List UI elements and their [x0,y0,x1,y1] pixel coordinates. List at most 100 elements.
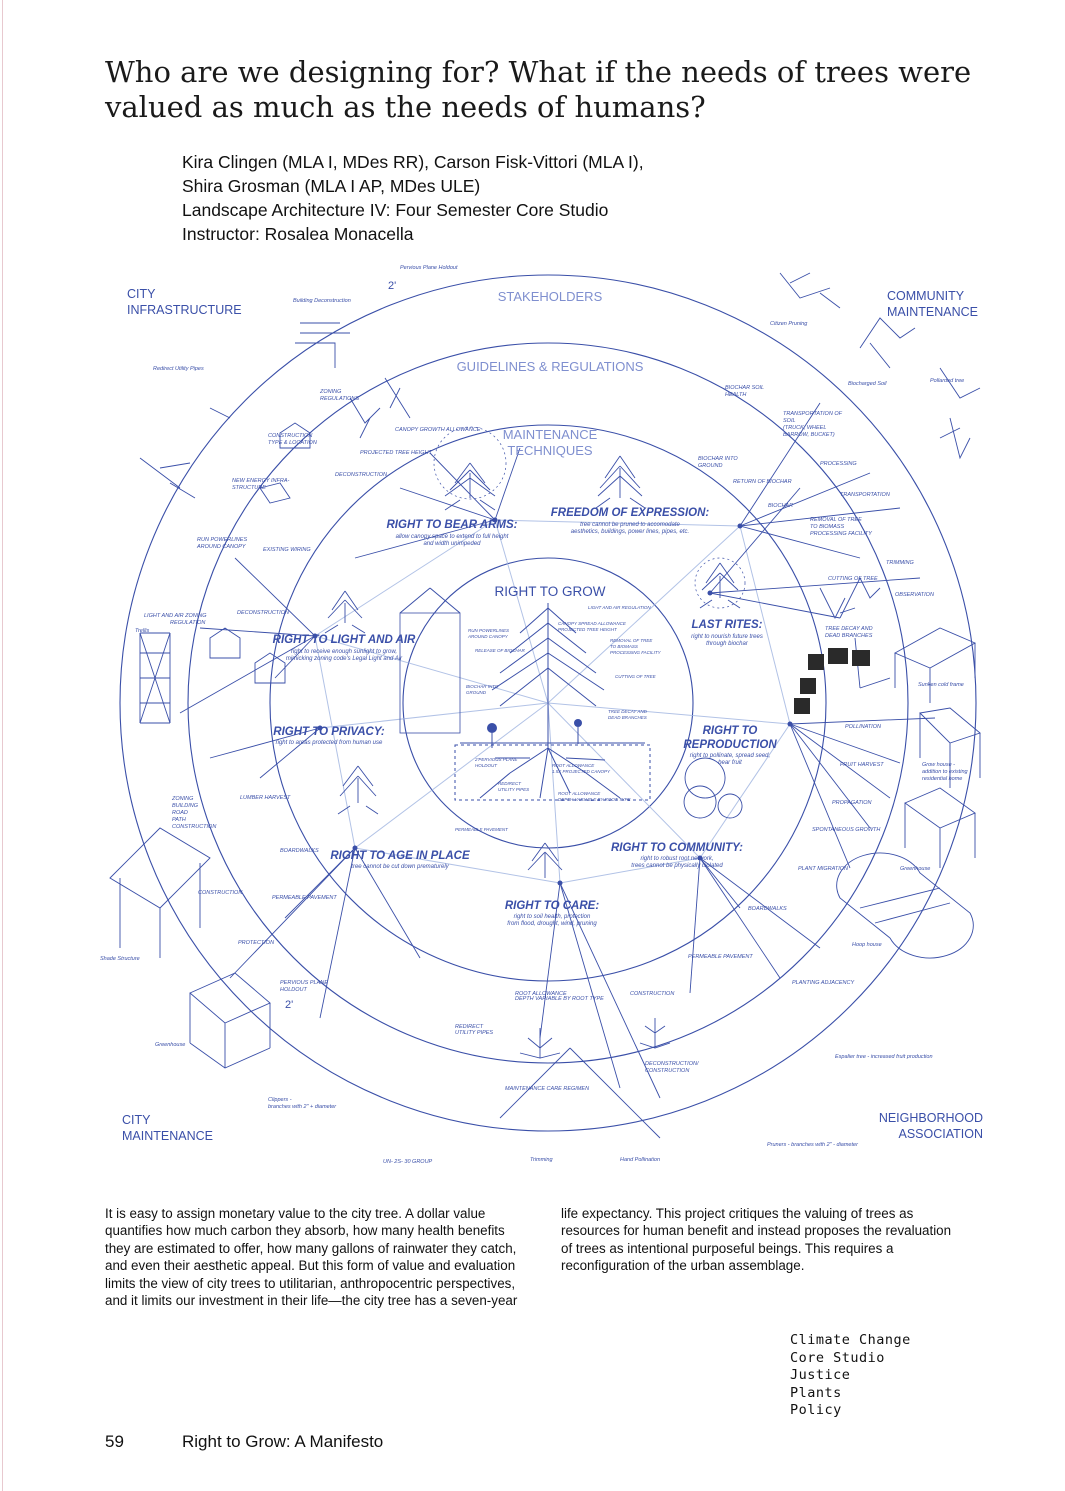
center-biochar-into-1: BIOCHAR INTO [466,684,499,689]
note-transport-soil-4: BARROW, BUCKET) [783,432,835,438]
note-greenhouse-right: Greenhouse [900,866,930,872]
right-care-desc-2: from flood, drought, wind, pruning [507,921,597,927]
note-pollarded-tree: Pollarded tree [930,378,964,384]
note-2ft-bottom: 2' [285,999,293,1011]
note-clippers-2: branches with 2" + diameter [268,1104,337,1110]
center-permeable: PERMEABLE PAVEMENT [455,827,509,832]
note-root-allowance-1: ROOT ALLOWANCE [515,991,567,997]
center-light-air: LIGHT AND AIR REGULATION [588,605,651,610]
ring-maintenance [269,424,827,982]
right-light-air-title: RIGHT TO LIGHT AND AIR [273,634,416,646]
center-canopy-2: PROJECTED TREE HEIGHT [558,627,618,632]
tree-icons [139,272,981,1059]
note-propagation: PROPAGATION [832,800,872,806]
note-canopy-growth: CANOPY GROWTH ALLOWANCE [395,427,481,433]
note-transport-soil-1: TRANSPORTATION OF [783,411,843,417]
center-root-depth-2: DEPTH VARIABLE BY ROOT TYPE [558,797,632,802]
spoke-nodes [312,517,793,886]
note-zoning-building-3: ROAD [172,810,188,816]
note-grow-house-3: residential home [922,776,962,782]
note-hoop-house: Hoop house [852,942,882,948]
note-biochar-soil-2: HEALTH [725,392,746,398]
note-grow-house-1: Grow house - [922,762,955,768]
right-age-in-place-desc-1: tree cannot be cut down prematurely [351,864,449,870]
center-release-biochar: RELEASE OF BIOCHAR [475,648,526,653]
tag-core-studio: Core Studio [790,1349,885,1366]
ring-guidelines [187,342,909,1064]
note-lumber-harvest: LUMBER HARVEST [240,795,291,801]
note-projected-height: PROJECTED TREE HEIGHT [360,450,432,456]
tag-policy: Policy [790,1402,842,1419]
note-cutting: CUTTING OF TREE [828,576,878,582]
note-planting-adjacency: PLANTING ADJACENCY [792,980,854,986]
annotation-labels: Pervious Plane Holdout 2' Building Decon… [100,265,968,1165]
tag-plants: Plants [790,1384,842,1401]
note-light-air-zoning-2: REGULATION [170,620,205,626]
note-clippers-1: Clippers - [268,1097,292,1103]
note-run-powerlines-1: RUN POWERLINES [197,537,247,543]
photo-thumbnails [794,648,870,714]
note-tree-decay-2: DEAD BRANCHES [825,633,873,639]
right-last-rites-desc-2: through biochar [706,641,749,647]
center-removal-2: TO BIOMASS [610,644,638,649]
center-redirect-1: REDIRECT [498,781,522,786]
note-2ft-top: 2' [388,280,396,292]
center-pervious-2: HOLDOUT [475,763,498,768]
note-pervious-plane-2: HOLDOUT [280,987,308,993]
center-pervious-1: 2'PERVIOUS PLANE [474,757,519,762]
corner-labels: CITY INFRASTRUCTURE COMMUNITY MAINTENANC… [122,287,983,1143]
concentric-rings [119,274,977,1132]
page-edge-line [2,0,3,1491]
center-removal-1: REMOVAL OF TREE [610,638,653,643]
right-last-rites-desc-1: right to nourish future trees [691,634,763,640]
center-run-powerlines-2: AROUND CANOPY [467,634,509,639]
note-grow-house-2: addition to existing [922,769,968,775]
note-spontaneous-growth: SPONTANEOUS GROWTH [812,827,880,833]
note-transport-soil-3: (TRUCK, WHEEL [783,425,826,431]
note-construction-bottom: CONSTRUCTION [630,991,674,997]
center-annotations: LIGHT AND AIR REGULATION CANOPY SPREAD A… [455,605,662,832]
note-espalier: Espalier tree - increased fruit producti… [835,1054,933,1060]
tag-climate-change: Climate Change [790,1332,911,1348]
center-removal-3: PROCESSING FACILITY [610,650,662,655]
note-trimming: TRIMMING [886,560,915,566]
center-decay-2: DEAD BRANCHES [608,715,647,720]
note-redirect-pipes-2: UTILITY PIPES [455,1030,493,1036]
right-to-grow-diagram: CITY INFRASTRUCTURE COMMUNITY MAINTENANC… [100,265,983,1165]
note-light-air-zoning-1: LIGHT AND AIR ZONING [144,613,207,619]
right-light-air-desc-1: right to receive enough sunlight to grow… [291,649,397,655]
note-construction-type-1: CONSTRUCTION [268,433,312,439]
right-expression-title: FREEDOM OF EXPRESSION: [551,507,710,519]
label-maintenance-2: TECHNIQUES [507,443,593,458]
center-root-allowance-2: 1.5X PROJECTED CANOPY [552,769,611,774]
note-zoning-1: ZONING [319,389,342,395]
note-plant-migration: PLANT MIGRATION [798,866,848,872]
note-pervious-top: Pervious Plane Holdout [400,265,458,271]
note-protection: PROTECTION [238,940,274,946]
note-processing: PROCESSING [820,461,857,467]
body-paragraph-1: It is easy to assign monetary value to t… [105,1206,518,1309]
note-zoning-building-5: CONSTRUCTION [172,824,216,830]
right-privacy-desc-1: right to areas protected from human use [276,740,383,746]
note-zoning-2: REGULATIONS [320,396,359,402]
note-pollination: POLLINATION [845,724,881,730]
center-canopy-1: CANOPY SPREAD ALLOWANCE [558,621,627,626]
note-citizen-pruning: Citizen Pruning [770,321,808,327]
note-redirect-utility: Redirect Utility Pipes [153,366,204,372]
note-sunken-cold-frame: Sunken cold frame [918,682,964,688]
note-transport-soil-2: SOIL [783,418,796,424]
note-biochar: BIOCHAR [768,503,793,509]
running-title: Right to Grow: A Manifesto [182,1432,384,1451]
note-zoning-building-4: PATH [172,817,186,823]
note-biochar-ground-1: BIOCHAR INTO [698,456,738,462]
right-bear-arms-desc-1: allow canopy space to extend to full hei… [396,534,509,540]
note-hand-pollination: Hand Pollination [620,1157,660,1163]
note-fruit-harvest: FRUIT HARVEST [840,762,884,768]
label-city-maintenance-1: CITY [122,1113,151,1127]
credits-block: Kira Clingen (MLA I, MDes RR), Carson Fi… [182,150,644,246]
right-age-in-place-title: RIGHT TO AGE IN PLACE [330,850,470,862]
label-community-maintenance-1: COMMUNITY [887,289,965,303]
note-new-energy-2: STRUCTURE [232,485,266,491]
label-city-infrastructure-2: INFRASTRUCTURE [127,303,242,317]
right-expression-desc-1: tree cannot be pruned to accomodate [580,522,680,528]
